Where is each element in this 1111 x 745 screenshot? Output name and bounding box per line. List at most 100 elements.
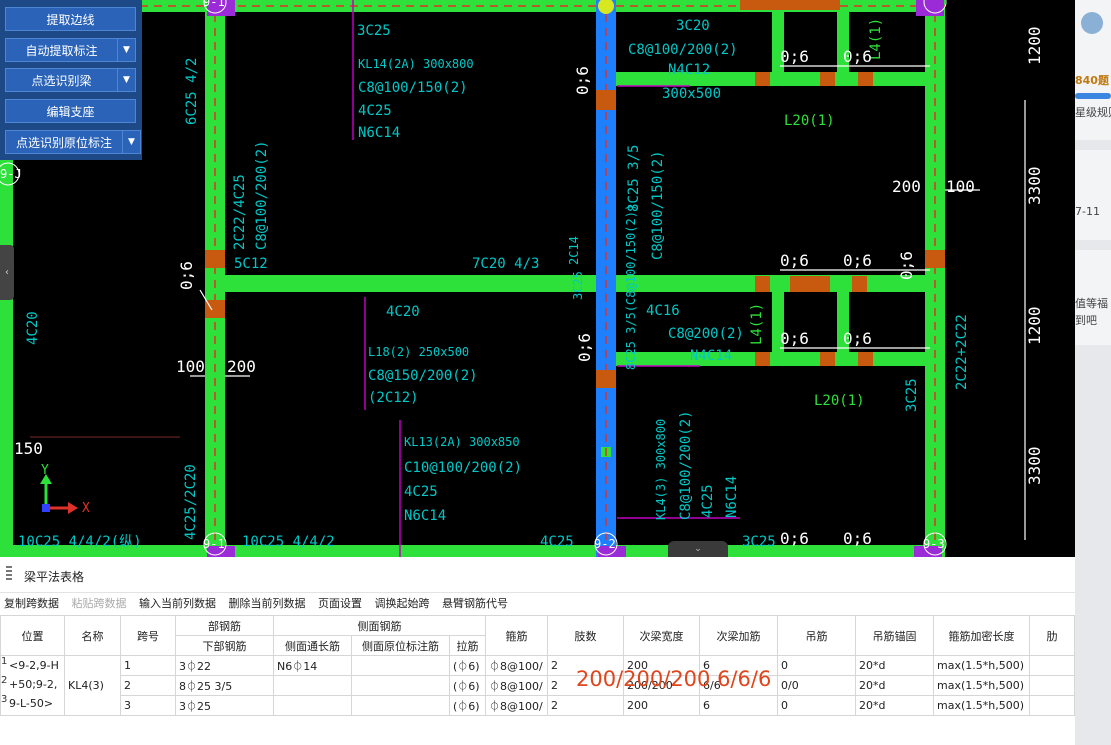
paste-span-data-button[interactable]: 粘贴跨数据 [71,597,127,610]
pick-beam-button[interactable]: 点选识别梁 ▼ [5,68,136,92]
cell-span[interactable]: 1 [120,655,176,676]
cell-side-in-situ[interactable] [351,695,450,716]
svg-text:1200: 1200 [1025,26,1044,65]
pick-in-situ-button[interactable]: 点选识别原位标注 ▼ [5,130,141,154]
svg-text:10C25 4/4/2(纵): 10C25 4/4/2(纵) [18,534,142,550]
cell-stirrup-len[interactable]: max(1.5*h,500) [933,695,1030,716]
cell-sec-add[interactable]: 6 [699,695,778,716]
header-legs[interactable]: 肢数 [547,615,624,656]
header-span[interactable]: 跨号 [120,615,176,656]
svg-text:KL4(3) 300x800: KL4(3) 300x800 [654,419,668,520]
side-text-2: 星级规则 [1075,106,1111,119]
cell-span[interactable]: 2 [120,675,176,696]
cell-more[interactable] [1029,675,1075,696]
cell-name[interactable]: KL4(3) [64,655,121,716]
left-collapse-tab[interactable]: ‹ [0,245,14,300]
cell-position[interactable]: <9-2,9-H +50;9-2, 9-L-50> [0,655,65,716]
extract-edge-button[interactable]: 提取边线 [5,7,136,31]
cantilever-code-button[interactable]: 悬臂钢筋代号 [442,597,508,610]
cad-drawing[interactable]: 3C25 KL14(2A) 300x800 C8@100/150(2) 4C25… [0,0,1075,557]
cell-hanger[interactable]: 0 [777,655,856,676]
cell-bottom[interactable]: 3⏀22 [175,655,274,676]
svg-text:9-2: 9-2 [594,537,616,551]
cell-side-through[interactable]: N6⏀14 [273,655,352,676]
page-setup-button[interactable]: 页面设置 [318,597,362,610]
header-hanger[interactable]: 吊筋 [777,615,856,656]
position-line-3: 9-L-50> [9,697,54,710]
svg-text:C8@100/200(2): C8@100/200(2) [678,410,694,520]
cell-bottom[interactable]: 3⏀25 [175,695,274,716]
cell-more[interactable] [1029,695,1075,716]
cell-sec-width[interactable]: 200/200 [623,675,700,696]
cell-hanger[interactable]: 0 [777,695,856,716]
header-stirrup-len[interactable]: 箍筋加密长度 [933,615,1030,656]
header-sec-width[interactable]: 次梁宽度 [623,615,700,656]
svg-text:3C25: 3C25 [357,23,391,39]
svg-text:0;6: 0;6 [843,47,872,66]
svg-text:N4C12: N4C12 [668,62,710,78]
cell-hanger-anchor[interactable]: 20*d [855,675,934,696]
header-hanger-anchor[interactable]: 吊筋锚固 [855,615,934,656]
header-side-in-situ[interactable]: 侧面原位标注筋 [351,635,450,656]
header-side-through[interactable]: 侧面通长筋 [273,635,352,656]
cell-side-through[interactable] [273,695,352,716]
cell-stirrup-len[interactable]: max(1.5*h,500) [933,675,1030,696]
header-more[interactable]: 肋 [1029,615,1075,656]
beam-col-3 [925,0,945,557]
swap-start-span-button[interactable]: 调换起始跨 [374,597,430,610]
edit-support-button[interactable]: 编辑支座 [5,99,136,123]
header-position[interactable]: 位置 [0,615,65,656]
cell-legs[interactable]: 2 [547,695,624,716]
header-side-group[interactable]: 侧面钢筋 [273,615,486,636]
header-name[interactable]: 名称 [64,615,121,656]
cell-sec-width[interactable]: 200 [623,655,700,676]
selected-node [598,0,614,14]
svg-text:2C22/4C25: 2C22/4C25 [232,174,248,250]
header-bottom-group[interactable]: 部钢筋 [175,615,274,636]
cell-tie[interactable]: (⏀6) [449,655,486,676]
auto-extract-button[interactable]: 自动提取标注 ▼ [5,38,136,62]
svg-text:C8@200(2): C8@200(2) [668,326,744,342]
svg-text:0;6: 0;6 [177,261,196,290]
svg-text:0;6: 0;6 [575,333,594,362]
cell-more[interactable] [1029,655,1075,676]
svg-text:4C25: 4C25 [404,484,438,500]
cell-bottom[interactable]: 8⏀25 3/5 [175,675,274,696]
cell-hanger[interactable]: 0/0 [777,675,856,696]
cell-stirrup[interactable]: ⏀8@100/ [485,695,548,716]
header-stirrup[interactable]: 箍筋 [485,615,548,656]
cell-stirrup[interactable]: ⏀8@100/ [485,675,548,696]
dropdown-arrow-icon[interactable]: ▼ [117,69,135,91]
cell-side-in-situ[interactable] [351,675,450,696]
svg-text:N6C14: N6C14 [404,508,446,524]
cell-tie[interactable]: (⏀6) [449,695,486,716]
table-row[interactable]: 2 8⏀25 3/5 (⏀6) ⏀8@100/ 2 200/200 6/6 0/… [1,675,1075,696]
cell-tie[interactable]: (⏀6) [449,675,486,696]
cell-span[interactable]: 3 [120,695,176,716]
copy-span-data-button[interactable]: 复制跨数据 [4,597,59,610]
header-bottom[interactable]: 下部钢筋 [175,635,274,656]
dropdown-arrow-icon[interactable]: ▼ [122,131,140,153]
table-row[interactable]: 3 3⏀25 (⏀6) ⏀8@100/ 2 200 6 0 20*d max(1… [1,695,1075,716]
cell-stirrup[interactable]: ⏀8@100/ [485,655,548,676]
cell-side-in-situ[interactable] [351,655,450,676]
header-tie[interactable]: 拉筋 [449,635,486,656]
input-column-data-button[interactable]: 输入当前列数据 [139,597,216,610]
side-progress-bar [1075,93,1111,99]
panel-collapse-tab[interactable]: ⌄ [668,541,728,557]
side-card: 7-11 [1075,150,1111,240]
dropdown-arrow-icon[interactable]: ▼ [117,39,135,61]
table-row[interactable]: <9-2,9-H +50;9-2, 9-L-50> KL4(3) 1 3⏀22 … [0,655,1075,716]
cad-canvas[interactable]: 3C25 KL14(2A) 300x800 C8@100/150(2) 4C25… [0,0,1075,557]
header-sec-add[interactable]: 次梁加筋 [699,615,778,656]
delete-column-data-button[interactable]: 删除当前列数据 [228,597,306,610]
row-number: 3 [1,694,8,705]
cell-sec-width[interactable]: 200 [623,695,700,716]
cell-hanger-anchor[interactable]: 20*d [855,655,934,676]
row-number: 2 [1,675,8,686]
cell-hanger-anchor[interactable]: 20*d [855,695,934,716]
cell-side-through[interactable] [273,675,352,696]
cell-stirrup-len[interactable]: max(1.5*h,500) [933,655,1030,676]
drag-grip-icon[interactable] [6,566,12,582]
identify-tools-panel: 提取边线 自动提取标注 ▼ 点选识别梁 ▼ 编辑支座 点选识别原位标注 ▼ [0,0,142,160]
